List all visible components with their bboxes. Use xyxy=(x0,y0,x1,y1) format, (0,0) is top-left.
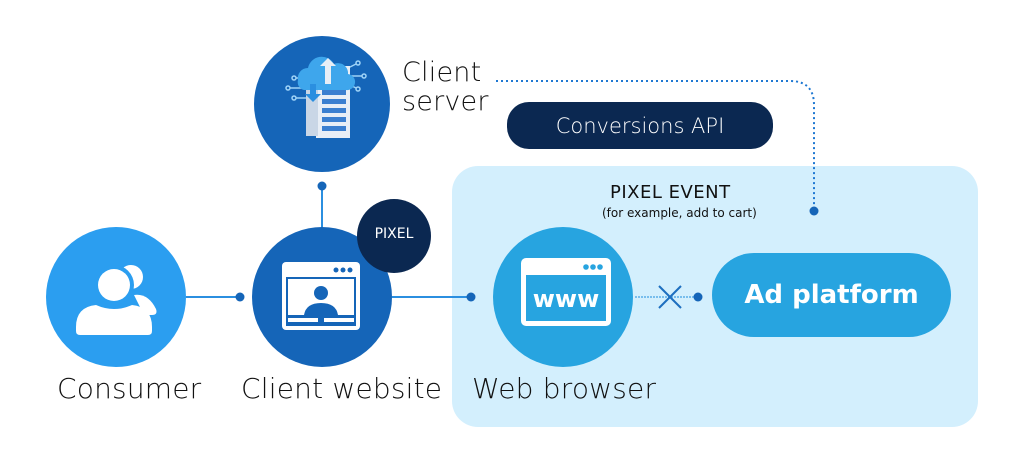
client-server-label-line2: server xyxy=(402,86,489,117)
consumer-label: Consumer xyxy=(57,372,202,405)
client-server-node xyxy=(254,36,390,172)
conversions-api-label: Conversions API xyxy=(555,113,725,138)
web-browser-label: Web browser xyxy=(472,372,657,405)
connector-dot xyxy=(317,181,327,191)
connector-dot xyxy=(693,292,703,302)
pixel-event-title: PIXEL EVENT xyxy=(610,182,731,203)
conversions-api-badge: Conversions API xyxy=(507,102,773,149)
web-browser-node: www xyxy=(493,227,633,367)
connector-dot xyxy=(809,206,819,216)
ad-platform-node: Ad platform xyxy=(712,253,951,337)
pixel-badge-label: PIXEL xyxy=(374,226,414,242)
website-profile-icon xyxy=(282,262,360,330)
x-mark-icon xyxy=(658,285,682,309)
users-icon xyxy=(76,265,157,335)
cloud-server-icon xyxy=(285,56,367,138)
pixel-badge: PIXEL xyxy=(357,199,431,273)
client-server-label: Client server xyxy=(402,58,489,116)
ad-platform-label: Ad platform xyxy=(744,280,919,310)
www-text: www xyxy=(533,285,600,313)
connector-dot xyxy=(235,292,245,302)
consumer-node xyxy=(46,227,186,367)
client-website-label: Client website xyxy=(241,372,443,405)
client-server-label-line1: Client xyxy=(402,57,482,88)
connector-dot xyxy=(466,292,476,302)
pixel-event-subtitle: (for example, add to cart) xyxy=(602,206,757,220)
www-browser-icon: www xyxy=(521,258,611,326)
